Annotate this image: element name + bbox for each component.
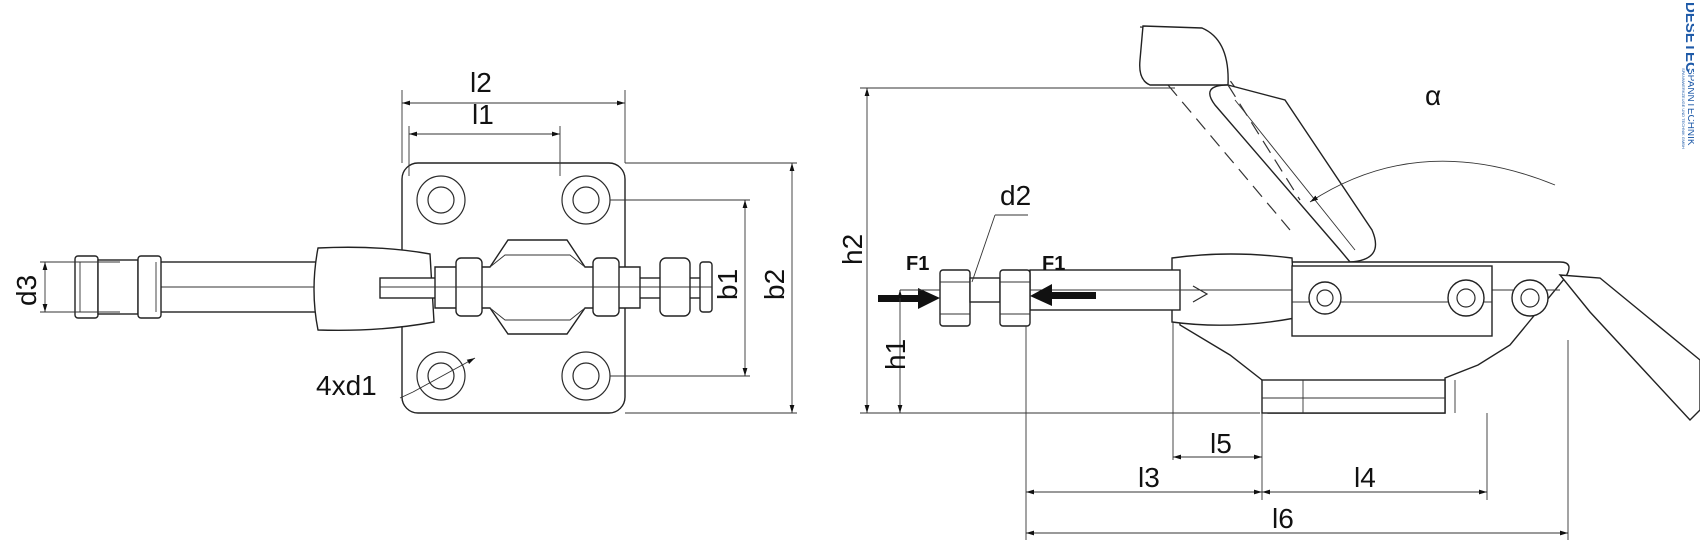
label-l4: l4 [1354, 462, 1376, 493]
label-force-right: F1 [1042, 253, 1065, 275]
label-alpha: α [1425, 80, 1441, 111]
label-hole-diameter: 4xd1 [316, 370, 377, 401]
lever-right [1558, 274, 1700, 422]
label-l1: l1 [472, 99, 494, 130]
logo-subtitle: SPANNTECHNIK [1685, 68, 1694, 146]
desetec-logo: DESETEC SPANNTECHNIK SPANNWERKZEUGE UND … [1681, 2, 1694, 149]
label-d3: d3 [11, 275, 42, 306]
handle-grip [1139, 25, 1229, 86]
label-l2: l2 [470, 67, 492, 98]
top-view [40, 90, 797, 414]
top-view-labels: l2 l1 4xd1 d3 b1 b2 [11, 67, 790, 401]
base-foot [1261, 379, 1446, 414]
logo-tagline: SPANNWERKZEUGE UND TECHNIK GMBH [1681, 68, 1686, 149]
mounting-holes [416, 175, 611, 401]
hex-nut-back [999, 269, 1031, 327]
hex-nut-front [939, 269, 971, 327]
plunger-end [74, 255, 99, 319]
label-force-left: F1 [906, 253, 929, 275]
guide-housing [313, 246, 435, 332]
plunger-nut [97, 259, 139, 315]
label-l3: l3 [1138, 462, 1160, 493]
side-view-labels: d2 h2 h1 α F1 F1 l5 l3 l4 l6 [837, 80, 1441, 534]
side-view [860, 25, 1700, 540]
label-l6: l6 [1272, 503, 1294, 534]
label-l5: l5 [1210, 428, 1232, 459]
label-h2: h2 [837, 234, 868, 265]
label-b2: b2 [759, 269, 790, 300]
label-h1: h1 [880, 339, 911, 370]
label-b1: b1 [712, 269, 743, 300]
label-d2: d2 [1000, 180, 1031, 211]
logo-brand: DESETEC [1682, 2, 1694, 73]
handle-arm [1209, 84, 1377, 263]
